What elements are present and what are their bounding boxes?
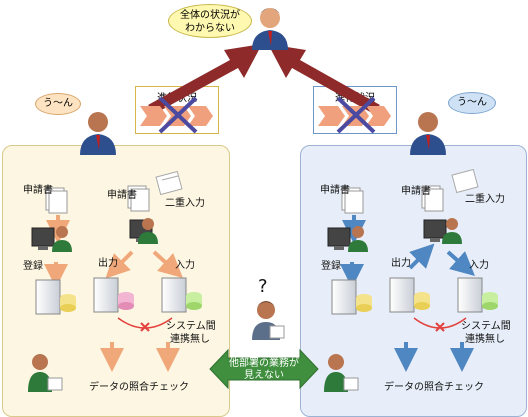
left-progress-x-icon xyxy=(158,96,198,134)
left-computer-user-2 xyxy=(129,218,158,244)
right-double-entry-doc xyxy=(451,168,479,194)
left-input-label: 入力 xyxy=(175,260,195,271)
left-register-label: 登録 xyxy=(23,261,43,272)
top-manager-icon xyxy=(252,8,288,50)
left-report-arrow xyxy=(148,44,262,113)
right-arrow-input xyxy=(446,250,475,276)
left-server-3 xyxy=(161,277,202,313)
center-banner-line2: 見えない xyxy=(244,370,284,381)
right-thought-bubble: う～ん xyxy=(448,92,496,114)
center-banner-line1: 他部署の業務が xyxy=(229,358,299,369)
left-document-stack-1 xyxy=(45,187,68,214)
left-server-2 xyxy=(93,277,134,313)
left-thought-bubble: う～ん xyxy=(35,93,81,115)
left-manager-icon xyxy=(80,112,116,155)
right-no-link-label-2: 連携無し xyxy=(465,334,505,345)
right-application-form-label-2: 申請書 xyxy=(401,186,431,197)
top-bubble-line1: 全体の状況が xyxy=(180,10,240,21)
left-server-1 xyxy=(35,279,76,315)
right-output-label: 出力 xyxy=(391,258,411,269)
right-report-arrow xyxy=(268,44,380,113)
center-double-arrow xyxy=(209,348,319,390)
right-computer-user-2 xyxy=(423,218,462,244)
left-no-link-label-2: 連携無し xyxy=(170,334,210,345)
right-document-stack-2 xyxy=(421,185,444,212)
left-computer-user-1 xyxy=(31,226,72,252)
right-arrow-output xyxy=(408,243,435,270)
right-data-check-label: データの照合チェック xyxy=(384,382,484,393)
left-document-stack-2 xyxy=(127,185,150,212)
right-computer-user-1 xyxy=(327,226,368,252)
right-document-stack-1 xyxy=(341,187,364,214)
center-question-mark: ? xyxy=(258,276,268,297)
right-worried-staff-icon xyxy=(324,354,359,392)
right-no-link-label-1: システム間 xyxy=(461,321,511,332)
left-double-entry-doc xyxy=(155,170,183,196)
right-server-3 xyxy=(457,277,498,313)
right-no-link-x-icon xyxy=(435,322,445,332)
left-data-check-label: データの照合チェック xyxy=(89,382,189,393)
left-double-entry-label: 二重入力 xyxy=(165,198,205,209)
right-application-form-label-1: 申請書 xyxy=(320,185,350,196)
left-no-link-x-icon xyxy=(140,322,150,332)
right-manager-icon xyxy=(410,112,446,155)
left-no-link-label-1: システム間 xyxy=(166,321,216,332)
right-progress-x-icon xyxy=(336,96,376,134)
center-banner: 他部署の業務が 見えない xyxy=(210,350,318,388)
left-arrow-input xyxy=(152,250,183,279)
right-input-label: 入力 xyxy=(469,260,489,271)
top-thought-bubble: 全体の状況が わからない xyxy=(168,4,252,38)
top-bubble-line2: わからない xyxy=(185,23,235,34)
right-server-2 xyxy=(389,277,430,313)
left-output-label: 出力 xyxy=(98,258,118,269)
right-server-1 xyxy=(331,279,372,315)
right-double-entry-label: 二重入力 xyxy=(465,194,505,205)
left-application-form-label-2: 申請書 xyxy=(107,190,137,201)
left-worried-staff-icon xyxy=(28,354,63,392)
left-application-form-label-1: 申請書 xyxy=(23,185,53,196)
center-confused-staff-icon xyxy=(252,301,285,340)
left-arrow-output xyxy=(105,250,134,279)
right-register-label: 登録 xyxy=(321,261,341,272)
